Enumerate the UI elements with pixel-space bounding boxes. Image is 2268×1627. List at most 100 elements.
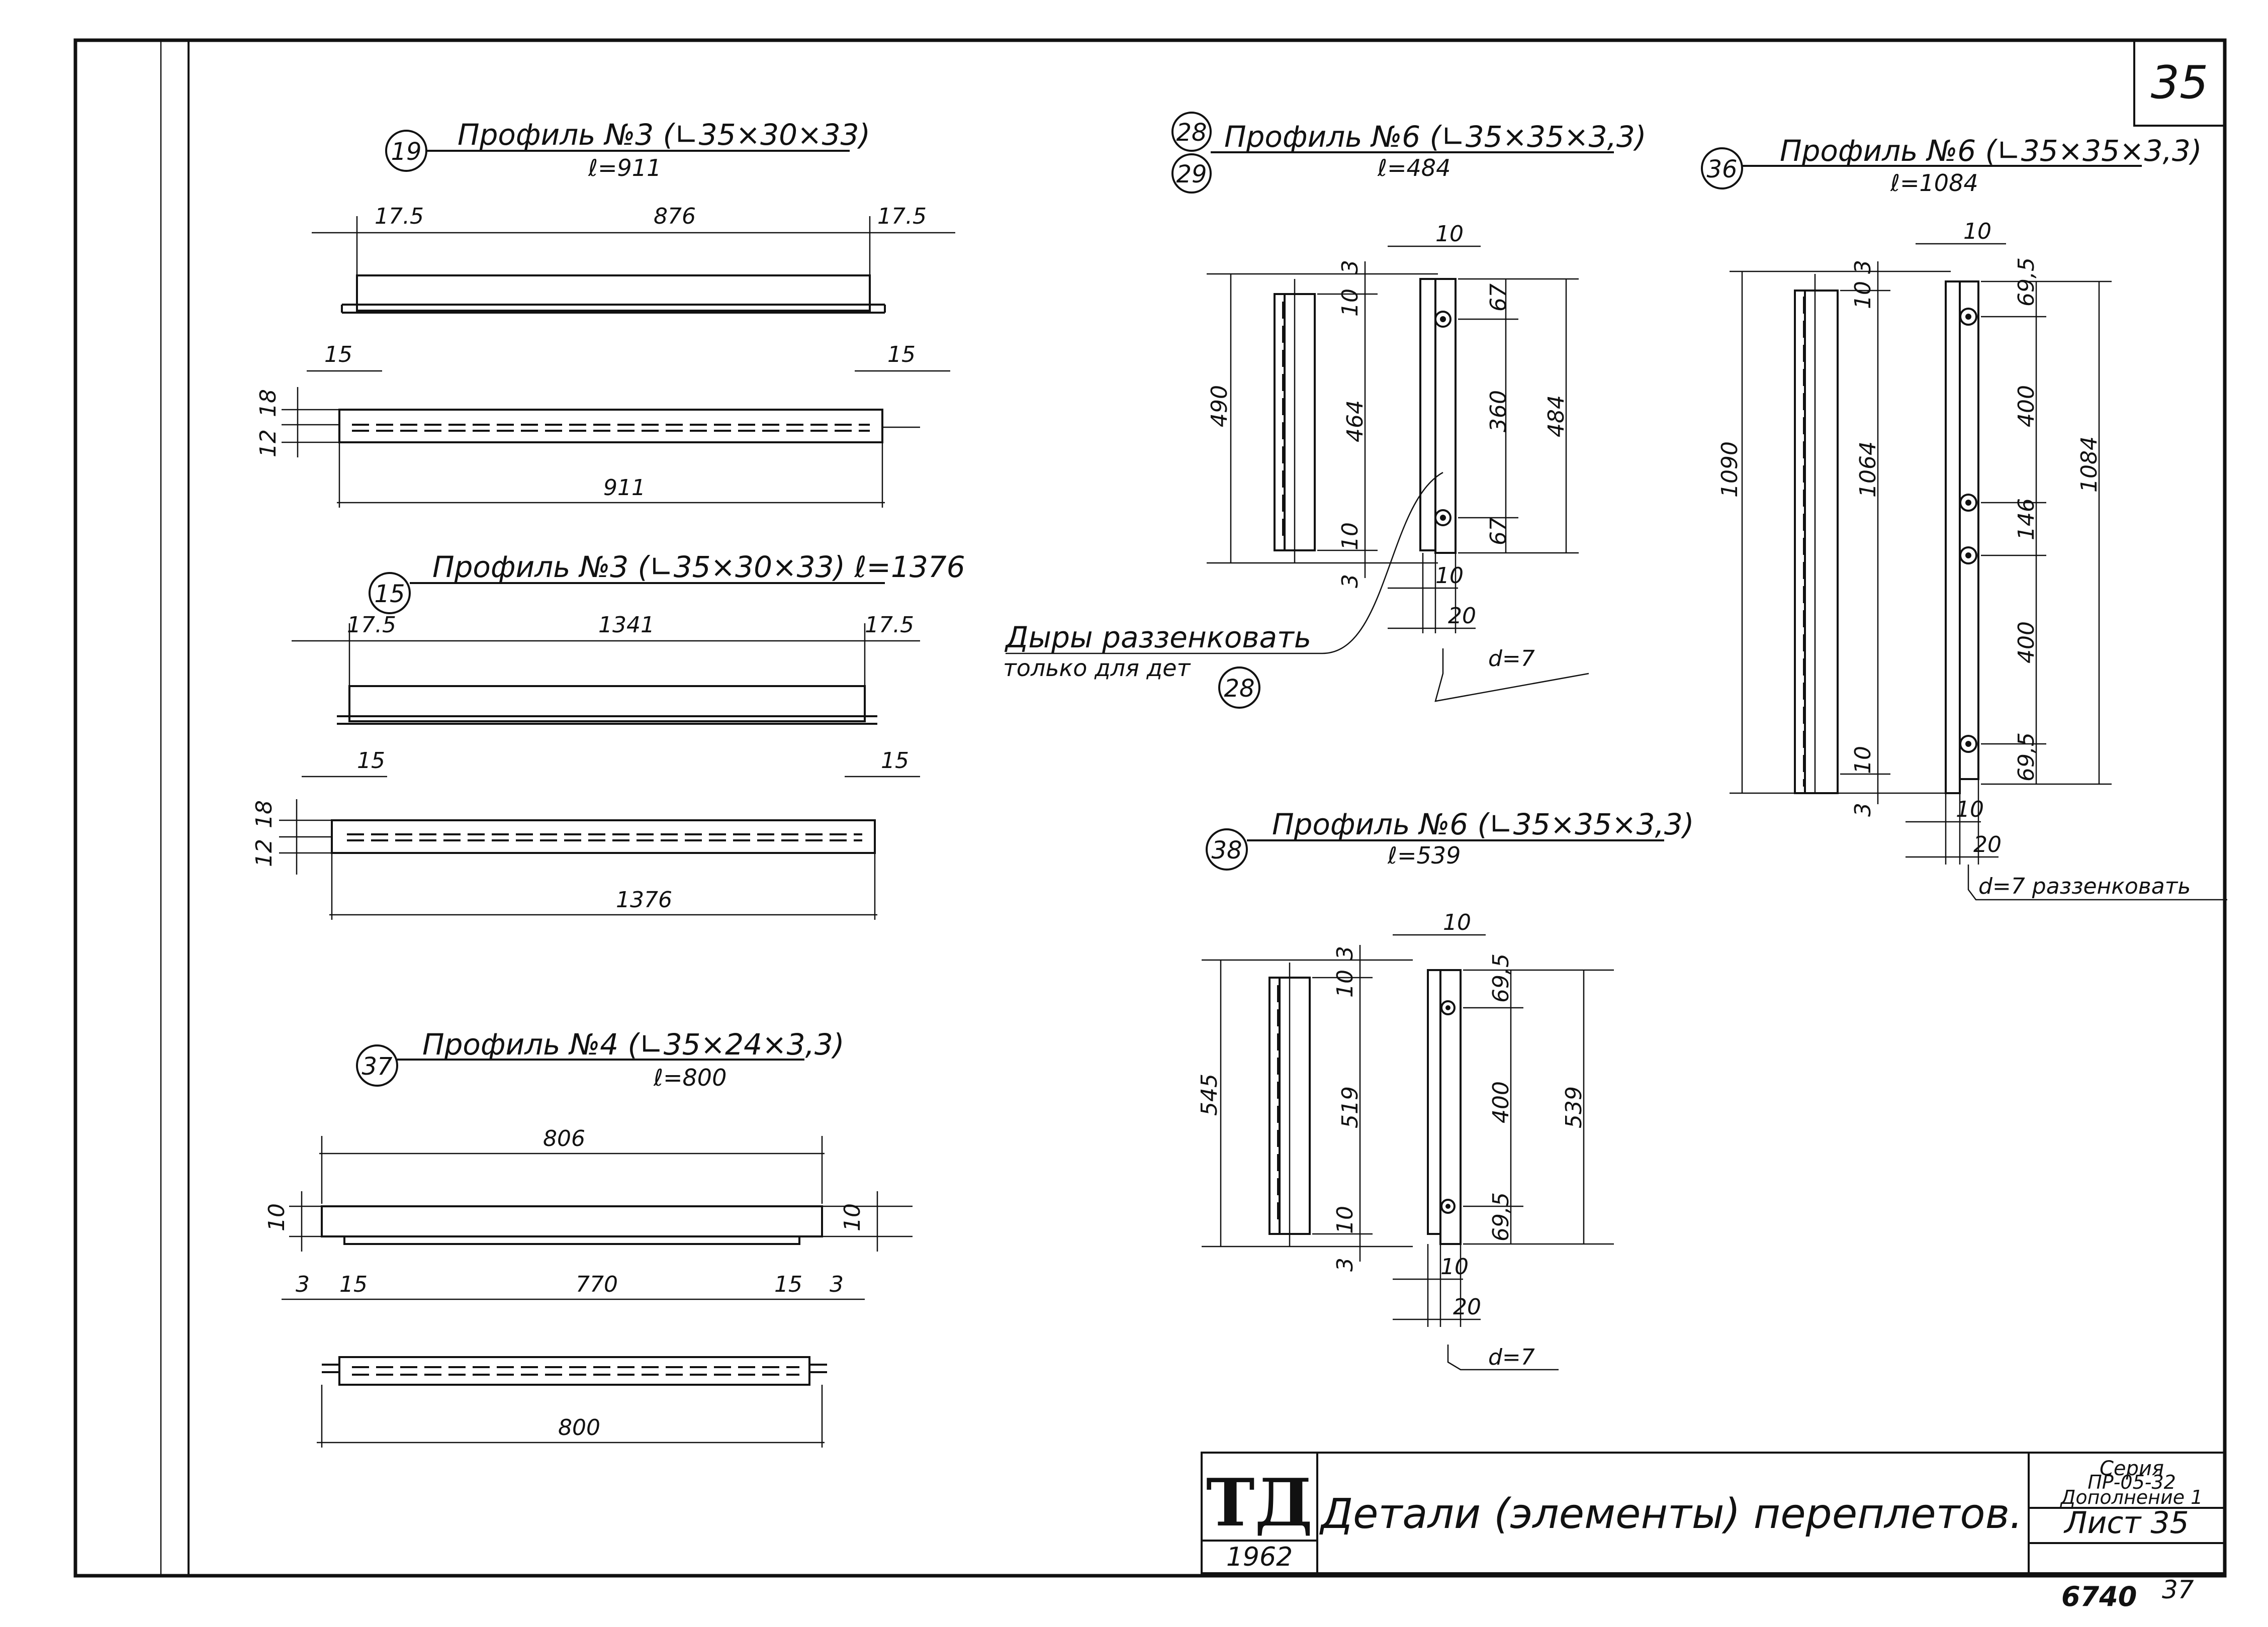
- svg-text:545: 545: [1197, 1074, 1222, 1116]
- detail-38: 38 Профиль №6 (∟35×35×3,3) ℓ=539 545 519…: [1197, 807, 1694, 1371]
- svg-text:15: 15: [774, 1272, 802, 1297]
- detail-19-title: Профиль №3 (∟35×30×33): [458, 118, 870, 152]
- detail-28-id: 28: [1176, 119, 1207, 147]
- svg-text:3: 3: [1337, 260, 1363, 274]
- svg-text:10: 10: [1332, 1206, 1358, 1234]
- svg-text:519: 519: [1337, 1086, 1363, 1128]
- svg-text:3: 3: [1850, 803, 1876, 817]
- sheet-number-box: 35: [2133, 40, 2225, 127]
- svg-text:69,5: 69,5: [1488, 953, 1514, 1003]
- title-year: 1962: [1226, 1542, 1293, 1572]
- svg-text:17.5: 17.5: [347, 612, 396, 638]
- svg-text:3: 3: [1332, 946, 1358, 960]
- detail-37-id: 37: [361, 1052, 393, 1081]
- svg-text:400: 400: [2014, 385, 2039, 427]
- svg-text:15: 15: [881, 748, 909, 774]
- svg-text:1064: 1064: [1855, 441, 1881, 498]
- svg-text:400: 400: [2014, 621, 2039, 663]
- countersink-note-ref: 28: [1224, 675, 1254, 703]
- svg-text:69,5: 69,5: [2014, 257, 2039, 307]
- svg-text:1090: 1090: [1717, 441, 1743, 498]
- svg-text:146: 146: [2014, 498, 2039, 540]
- svg-text:3: 3: [1332, 1258, 1358, 1272]
- svg-text:69,5: 69,5: [2014, 732, 2039, 782]
- svg-text:10: 10: [1435, 221, 1464, 247]
- detail-15-id: 15: [374, 580, 405, 608]
- svg-text:d=7: d=7: [1488, 1345, 1535, 1370]
- svg-text:1084: 1084: [2076, 436, 2102, 493]
- svg-text:20: 20: [1973, 832, 2002, 857]
- svg-text:400: 400: [1488, 1081, 1514, 1123]
- svg-text:15: 15: [357, 748, 385, 774]
- archive-number: 6740: [2061, 1581, 2137, 1612]
- series-line-2: ПР-05-32: [2088, 1471, 2176, 1493]
- svg-text:10: 10: [264, 1203, 290, 1231]
- title-block: ТД 1962 Детали (элементы) переплетов. Се…: [1201, 1452, 2226, 1574]
- sheet-title: Детали (элементы) переплетов.: [1319, 1490, 2023, 1538]
- svg-text:10: 10: [1440, 1254, 1469, 1280]
- svg-text:800: 800: [558, 1415, 600, 1441]
- detail-19: 19 Профиль №3 (∟35×30×33) ℓ=911 17.5 876…: [255, 118, 955, 508]
- detail-37-length: ℓ=800: [653, 1064, 727, 1091]
- detail-15-title: Профиль №3 (∟35×30×33) ℓ=1376: [432, 550, 965, 584]
- svg-text:67: 67: [1486, 517, 1511, 545]
- svg-text:10: 10: [1850, 746, 1876, 774]
- detail-36: 36 Профиль №6 (∟35×35×3,3) ℓ=1084 1090 1…: [1701, 134, 2227, 901]
- svg-text:15: 15: [324, 342, 352, 367]
- svg-text:15: 15: [339, 1272, 368, 1297]
- svg-text:d=7 раззенковать: d=7 раззенковать: [1978, 874, 2191, 899]
- svg-text:490: 490: [1207, 385, 1232, 427]
- svg-text:18: 18: [255, 389, 281, 417]
- svg-text:3: 3: [296, 1272, 310, 1297]
- sheet-frame: [73, 38, 2227, 1578]
- svg-text:69,5: 69,5: [1488, 1192, 1514, 1241]
- detail-37-title: Профиль №4 (∟35×24×3,3): [422, 1027, 844, 1062]
- svg-text:3: 3: [1337, 574, 1363, 588]
- svg-text:484: 484: [1544, 395, 1569, 437]
- svg-text:10: 10: [840, 1203, 865, 1231]
- countersink-note-line2: только для дет: [1003, 654, 1191, 682]
- svg-text:10: 10: [1963, 219, 1991, 244]
- svg-text:911: 911: [603, 475, 646, 501]
- countersink-note-line1: Дыры раззенковать: [1004, 620, 1311, 654]
- svg-text:806: 806: [543, 1126, 585, 1152]
- svg-text:10: 10: [1337, 289, 1363, 317]
- svg-text:17.5: 17.5: [865, 612, 914, 638]
- detail-37: 37 Профиль №4 (∟35×24×3,3) ℓ=800 806 10 …: [264, 1027, 913, 1448]
- svg-text:10: 10: [1956, 797, 1984, 822]
- svg-text:3: 3: [830, 1272, 844, 1297]
- svg-text:770: 770: [576, 1272, 618, 1297]
- svg-text:20: 20: [1448, 603, 1476, 629]
- svg-text:464: 464: [1342, 400, 1368, 442]
- detail-36-length: ℓ=1084: [1890, 169, 1978, 197]
- detail-28-title: Профиль №6 (∟35×35×3,3): [1224, 120, 1646, 154]
- svg-text:1376: 1376: [616, 887, 672, 913]
- detail-38-length: ℓ=539: [1387, 842, 1461, 869]
- svg-text:12: 12: [255, 429, 281, 457]
- svg-text:539: 539: [1561, 1086, 1587, 1128]
- detail-28-29: 28 29 Профиль №6 (∟35×35×3,3) ℓ=484 490 …: [1003, 112, 1646, 709]
- title-stamp: ТД: [1206, 1464, 1313, 1541]
- svg-text:10: 10: [1850, 281, 1876, 309]
- detail-28-length: ℓ=484: [1377, 154, 1450, 181]
- series-line-1: Серия: [2100, 1457, 2164, 1480]
- svg-text:10: 10: [1443, 910, 1471, 935]
- svg-text:d=7: d=7: [1488, 646, 1535, 672]
- detail-36-id: 36: [1706, 155, 1737, 183]
- sheet-number: 35: [2151, 56, 2209, 109]
- svg-text:15: 15: [887, 342, 916, 367]
- detail-38-title: Профиль №6 (∟35×35×3,3): [1272, 807, 1694, 841]
- archive-page: 37: [2162, 1575, 2194, 1604]
- svg-text:67: 67: [1486, 283, 1511, 312]
- svg-text:12: 12: [251, 839, 277, 867]
- svg-text:10: 10: [1337, 522, 1363, 550]
- svg-text:10: 10: [1332, 970, 1358, 998]
- svg-text:876: 876: [654, 204, 696, 229]
- svg-text:10: 10: [1435, 563, 1464, 589]
- svg-text:18: 18: [251, 800, 277, 828]
- svg-text:1341: 1341: [598, 612, 655, 638]
- svg-text:17.5: 17.5: [877, 204, 927, 229]
- detail-19-length: ℓ=911: [588, 154, 661, 181]
- svg-text:20: 20: [1453, 1294, 1481, 1320]
